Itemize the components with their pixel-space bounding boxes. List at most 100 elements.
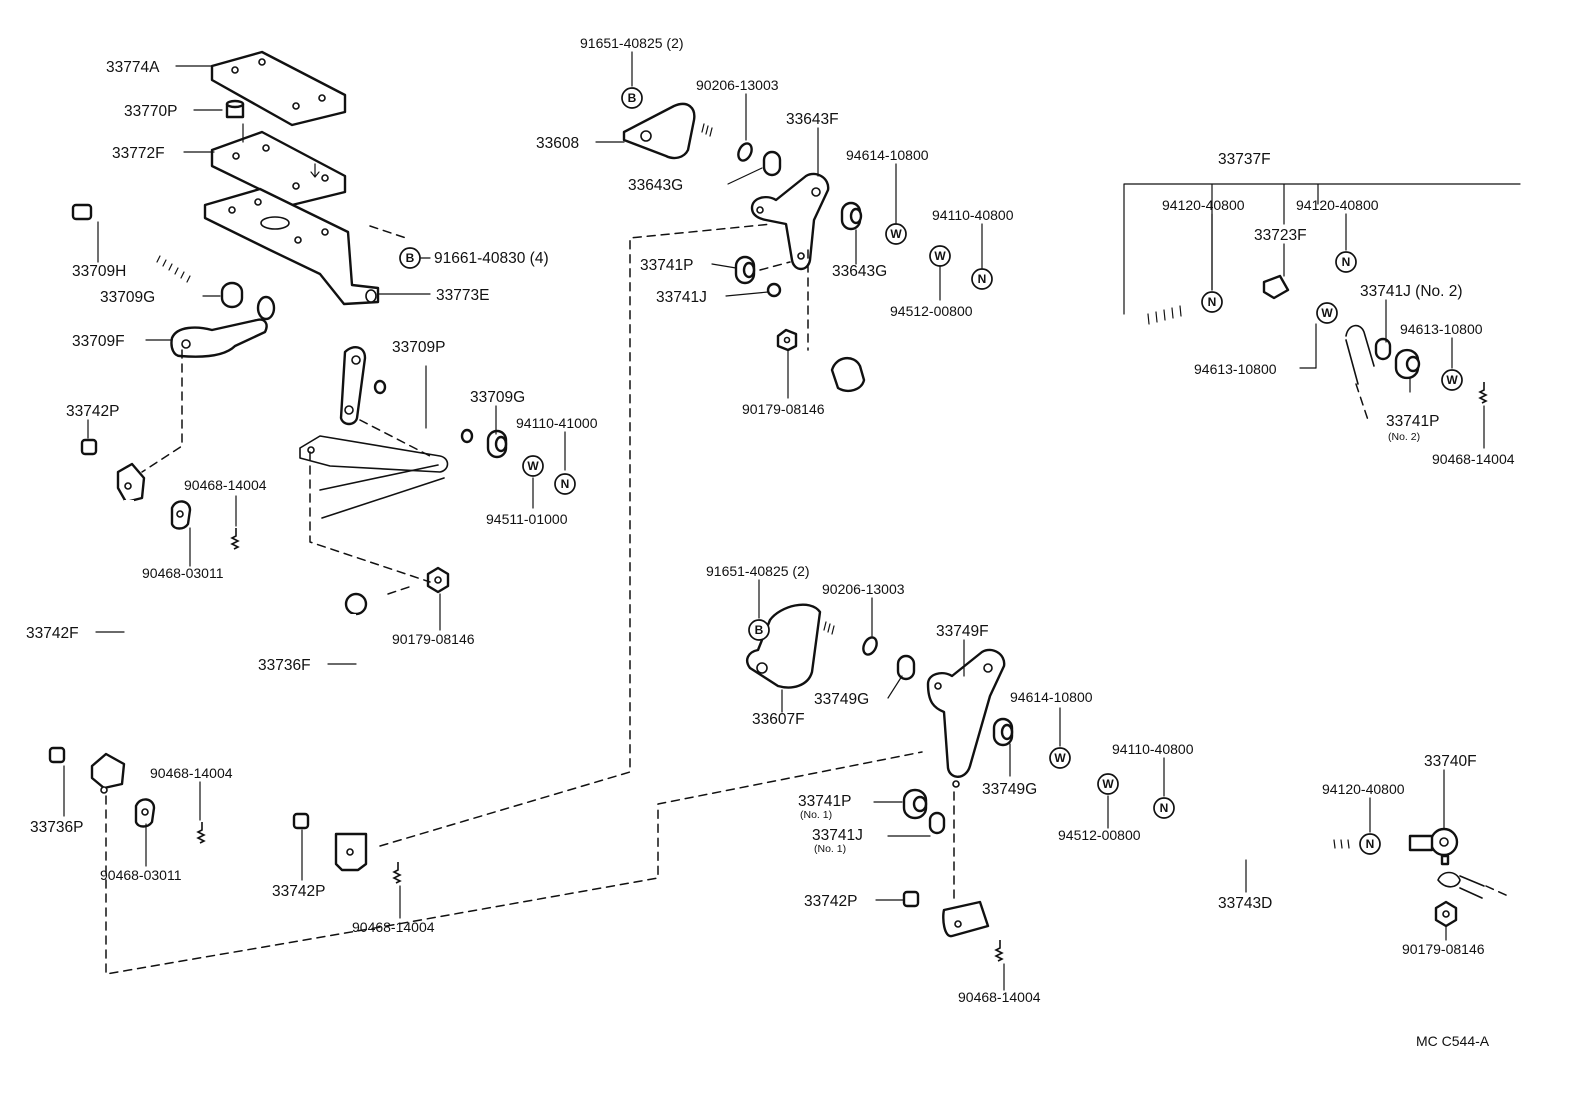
plate-33772f [210,123,347,207]
label-91661-40830: 91661-40830 (4) [434,250,549,267]
svg-text:N: N [1208,295,1217,309]
washer-symbol-94614-b: W [1049,747,1071,769]
washer-symbol-94614-a: W [885,223,907,245]
svg-text:W: W [934,249,946,263]
svg-text:N: N [1366,837,1375,851]
svg-text:W: W [1054,751,1066,765]
svg-text:W: W [1446,373,1458,387]
nut-symbol-94120-c: N [1359,833,1381,855]
plate-33774a [210,50,347,127]
bracket-33608 [622,102,713,160]
pin-33709p [373,379,474,444]
label-33772f: 33772F [112,145,165,162]
rod-33736f [334,592,368,872]
label-33774a: 33774A [106,59,160,76]
label-33607f: 33607F [752,711,805,728]
bolt-33742p-bottom [292,812,310,830]
pin-90468-14004-a [230,528,240,550]
washer-90206-13003-b [862,636,878,656]
label-33773e: 33773E [436,287,489,304]
leader-lines [63,51,1521,991]
svg-text:W: W [890,227,902,241]
svg-text:B: B [406,251,415,265]
label-94512-00800-a: 94512-00800 [890,303,973,319]
bushing-33709g [486,429,508,459]
bushing-33749g-b [992,717,1014,747]
label-90179-08146-mid: 90179-08146 [742,401,825,417]
washer-symbol-94613-b: W [1441,369,1463,391]
reference-code: MC C544-A [1416,1033,1490,1049]
lever-33709f [170,295,367,426]
rod-33737f [830,305,1182,392]
bracket-33607f [746,603,835,689]
bushing-33741p-no2 [1394,348,1421,380]
rod-33742f [90,462,146,794]
svg-text:W: W [1102,777,1114,791]
pin-90468-14004-b [196,822,206,844]
label-33742p-lower: 33742P [804,893,857,910]
bushing-33749g-a [896,654,916,681]
bolt-33736p [48,746,66,764]
label-91651-40825-b: 91651-40825 (2) [706,563,810,579]
label-90468-03011-b: 90468-03011 [100,867,182,883]
label-94120-40800-b: 94120-40800 [1296,197,1379,213]
pin-90468-14004-c [392,862,402,884]
washer-symbol-94511: W [522,455,544,477]
label-33740f: 33740F [1424,753,1477,770]
label-94110-41000: 94110-41000 [516,415,598,431]
bolt-symbol-91651-a: B [621,87,643,109]
label-90206-13003-b: 90206-13003 [822,581,905,597]
label-33643g-a: 33643G [628,177,683,194]
label-94613-10800-b: 94613-10800 [1400,321,1483,337]
label-94613-10800-a: 94613-10800 [1194,361,1277,377]
label-33643g-b: 33643G [832,263,887,280]
label-33743d: 33743D [1218,895,1272,912]
part-labels: 33774A 33770P 33772F 33709H 33709G 91661… [26,35,1515,1049]
label-90179-08146-right: 90179-08146 [1402,941,1485,957]
label-no2-suffix: (No. 2) [1388,431,1420,443]
svg-text:B: B [628,91,637,105]
lever-33643f [750,172,830,271]
pin-90468-14004-e [994,940,1004,962]
bolt-33742p-top [80,438,98,456]
bushing-33741j-no1 [928,811,946,835]
lever-33749f [926,648,1006,788]
label-33742p-bottom: 33742P [272,883,325,900]
svg-text:N: N [978,272,987,286]
label-33741p-no2: 33741P [1386,413,1439,430]
bracket-33773e [203,187,380,306]
washer-symbol-94613-a: W [1316,302,1338,324]
label-94110-40800-a: 94110-40800 [932,207,1014,223]
label-33749g-b: 33749G [982,781,1037,798]
label-33736p: 33736P [30,819,83,836]
bushing-33770p [225,99,245,119]
nut-90179-08146-mid [776,328,798,352]
label-90468-14004-b: 90468-14004 [150,765,233,781]
svg-text:N: N [1160,801,1169,815]
label-94614-10800-a: 94614-10800 [846,147,929,163]
dashed-connectors [105,223,1509,975]
label-94511-01000: 94511-01000 [486,511,568,527]
label-33737f: 33737F [1218,151,1271,168]
label-90468-14004-a: 90468-14004 [184,477,267,493]
linkage-ghost [299,435,449,519]
ghost-arm-right [1437,871,1485,899]
label-94110-40800-b: 94110-40800 [1112,741,1194,757]
bolt-33723f [1262,274,1290,300]
nut-90179-08146-left [426,566,450,594]
label-33741j: 33741J [656,289,707,306]
label-33608: 33608 [536,135,579,152]
bolt-symbol-91651-b: B [748,619,770,641]
bolt-33709h [71,203,191,283]
svg-text:W: W [1321,306,1333,320]
nut-symbol-94120-a: N [1201,291,1223,313]
bushing-33741p [734,255,756,285]
washer-symbol-94512-a: W [929,245,951,267]
svg-text:N: N [561,477,570,491]
bushing-33741p-no1 [902,788,928,820]
clip-90468-03011-a [170,500,192,530]
label-33741p: 33741P [640,257,693,274]
joint-33740f [1408,827,1459,866]
label-33709g: 33709G [100,289,155,306]
